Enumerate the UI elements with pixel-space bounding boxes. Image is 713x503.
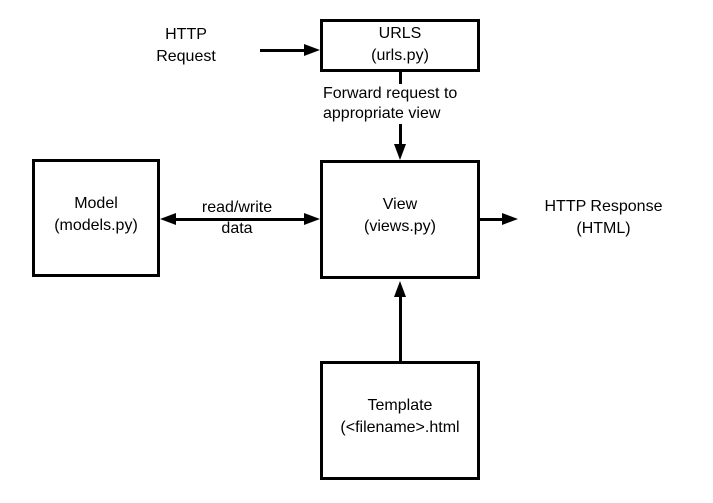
node-urls-title: URLS bbox=[378, 24, 422, 42]
arrow-right-icon bbox=[502, 212, 518, 225]
read-write-data-label: read/write data bbox=[201, 199, 273, 237]
http-request-label: HTTP Request bbox=[156, 26, 216, 65]
node-template: Template (<filename>.html bbox=[320, 361, 480, 480]
arrow-down-icon bbox=[393, 144, 406, 160]
node-urls-subtitle: (urls.py) bbox=[371, 46, 429, 64]
forward-request-label: Forward request to appropriate view bbox=[323, 84, 481, 124]
arrow-view-to-response-shaft bbox=[480, 217, 504, 221]
arrow-left-icon bbox=[160, 212, 176, 225]
arrow-model-view-shaft bbox=[172, 217, 306, 221]
arrow-right-icon bbox=[304, 212, 320, 225]
node-view: View (views.py) bbox=[320, 160, 480, 279]
node-urls: URLS (urls.py) bbox=[320, 19, 480, 72]
arrow-right-icon bbox=[304, 44, 320, 56]
node-model-subtitle: (models.py) bbox=[54, 216, 138, 234]
node-view-subtitle: (views.py) bbox=[363, 218, 436, 235]
node-template-title: Template bbox=[367, 397, 433, 414]
node-view-title: View bbox=[382, 196, 418, 213]
arrow-template-to-view-shaft bbox=[398, 295, 402, 361]
node-model-title: Model bbox=[74, 194, 118, 212]
arrow-request-to-urls-shaft bbox=[260, 49, 306, 52]
arrow-up-icon bbox=[393, 281, 406, 297]
node-model: Model (models.py) bbox=[32, 159, 160, 277]
http-response-label: HTTP Response (HTML) bbox=[544, 198, 663, 237]
node-template-subtitle: (<filename>.html bbox=[340, 419, 460, 436]
